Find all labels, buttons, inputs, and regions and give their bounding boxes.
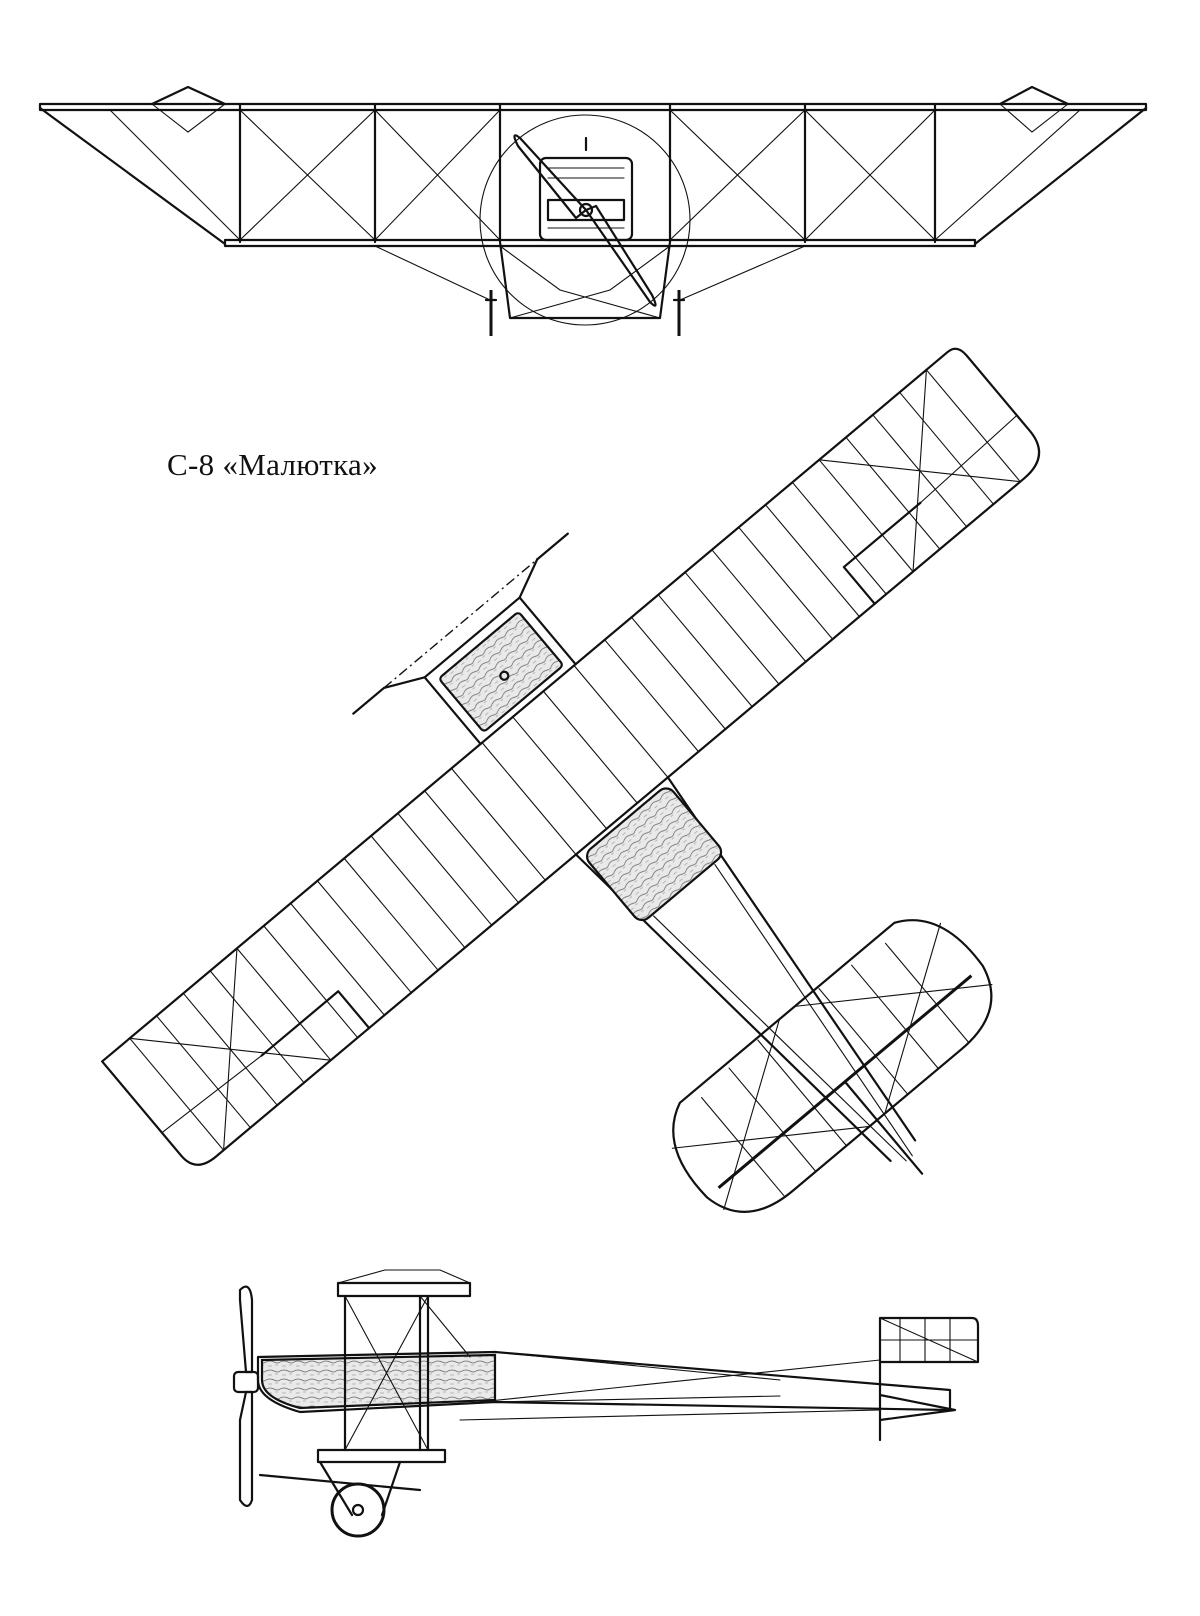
aircraft-caption: С-8 «Малютка» <box>167 447 378 482</box>
front-view <box>38 85 1148 336</box>
side-view <box>232 1269 980 1538</box>
plan-view <box>101 347 1041 1213</box>
